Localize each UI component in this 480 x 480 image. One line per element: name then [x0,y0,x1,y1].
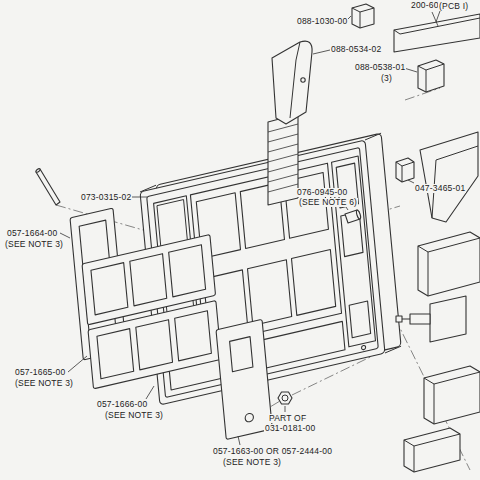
part-number: 088-0534-02 [330,45,382,54]
face-plate [88,300,221,388]
switch-cap [418,64,444,92]
part-number: (SEE NOTE 3) [14,379,74,388]
hex-nut [278,392,292,404]
part-number: PART OF [268,414,307,423]
standoff-pin [345,210,361,223]
lever-knob [268,114,298,205]
part-number: (SEE NOTE 3) [104,411,164,420]
switch-cap [418,60,444,92]
pin-rod [35,168,60,205]
lever-knob [268,41,312,205]
connector-block [404,428,460,472]
part-number: 047-3465-01 [414,184,466,193]
light-chute [420,132,478,222]
face-plate [216,319,272,439]
part-number: 057-1666-00 [96,400,148,409]
part-number: (SEE NOTE 3) [4,240,64,249]
leader-line [60,233,70,238]
component-box [424,366,480,424]
boot-ribs [268,124,298,132]
spacer-block [396,158,414,182]
bezel-frame [248,260,292,326]
pin-rod [36,169,60,205]
part-number: (PCB I) [438,2,469,11]
spacer-block [396,162,414,182]
leader-line [408,180,414,183]
pin-rod [35,168,40,173]
leader-line [238,436,240,445]
bezel-frame [385,346,402,353]
connector-block [404,428,460,472]
face-plate [245,413,254,423]
potentiometer [410,314,430,324]
bezel-frame [332,156,376,347]
boot-ribs [268,124,298,192]
face-plate [136,320,173,370]
face-plate [88,300,221,388]
switch-block [352,4,374,28]
face-plate [91,263,128,315]
hex-nut [282,395,288,401]
part-number: (3) [380,74,393,83]
face-plate [130,254,167,306]
connector-block [404,434,460,472]
bezel-frame [361,345,365,350]
boot-ribs [268,134,298,142]
leader-line [60,6,440,445]
spacer-block [396,158,414,182]
part-number: (SEE NOTE 3) [222,458,282,467]
potentiometer [396,296,466,342]
hex-nut [278,392,292,404]
face-plate [97,329,134,379]
potentiometer [430,296,466,342]
housing-box [418,232,480,296]
switch-block [352,4,374,28]
standoff-pin [356,210,362,220]
part-number: 057-1665-00 [14,368,66,377]
leader-line [68,356,87,372]
face-plate [230,337,253,372]
part-number: 057-1663-00 OR 057-2444-00 [212,447,333,456]
face-plate [216,319,272,439]
light-chute [420,132,478,222]
boot-ribs [268,154,298,162]
part-number: 076-0945-00 [296,188,348,197]
bezel-frame [291,250,335,316]
component-box [424,372,480,424]
lever-knob [272,41,312,124]
potentiometer [396,316,402,322]
part-number: 073-0315-02 [80,193,132,202]
leader-line [285,406,286,412]
boot-ribs [268,184,298,192]
lever-knob [301,78,305,82]
part-number: 031-0181-00 [264,424,316,433]
bezel-frame [365,133,382,140]
boot-ribs [268,174,298,182]
leader-line [313,50,330,54]
housing-box [418,238,480,296]
part-number: 088-1030-00 [296,17,348,26]
lever-knob [290,42,300,118]
leader-line [436,11,440,22]
part-number: 088-0538-01 [354,63,406,72]
component-box [424,366,480,424]
face-plate [175,311,212,361]
switch-cap [418,60,444,92]
part-number: (SEE NOTE 6) [298,198,358,207]
boot-ribs [268,164,298,172]
leader-line [146,386,154,399]
center-line [56,88,470,470]
switch-block [352,8,374,28]
face-plate [169,245,206,297]
boot-ribs [268,144,298,152]
housing-box [418,232,480,296]
light-chute [432,146,478,218]
bezel-frame [349,301,370,338]
part-number: 057-1664-00 [6,229,58,238]
